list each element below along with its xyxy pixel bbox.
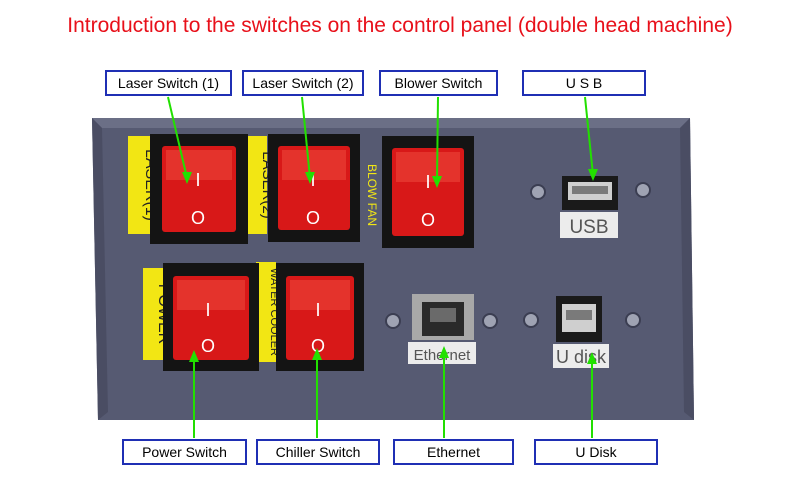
screw bbox=[482, 313, 498, 329]
watercooler-tape bbox=[256, 262, 276, 362]
power-tape bbox=[143, 268, 163, 360]
usb-port-label: USB bbox=[569, 217, 608, 238]
laser2-tape bbox=[247, 136, 267, 234]
callout-usb: U S B bbox=[522, 70, 646, 96]
panel-left-edge bbox=[92, 118, 108, 420]
screw bbox=[523, 312, 539, 328]
screw bbox=[530, 184, 546, 200]
callout-u-disk: U Disk bbox=[534, 439, 658, 465]
laser1-off-symbol: O bbox=[191, 208, 205, 228]
usb-port-label-plate bbox=[560, 212, 618, 238]
screw bbox=[625, 312, 641, 328]
page-title: Introduction to the switches on the cont… bbox=[67, 14, 733, 37]
panel-top-edge bbox=[92, 118, 690, 128]
callout-laser-switch-1: Laser Switch (1) bbox=[105, 70, 232, 96]
udisk-port-label-plate bbox=[553, 344, 609, 368]
callout-chiller-switch: Chiller Switch bbox=[256, 439, 380, 465]
blowfan-label: BLOW FAN bbox=[365, 164, 379, 226]
chiller-off-symbol: O bbox=[311, 336, 325, 356]
laser1-tape bbox=[128, 136, 150, 234]
panel-right-edge bbox=[680, 118, 694, 420]
laser2-off-symbol: O bbox=[306, 208, 320, 228]
blower-off-symbol: O bbox=[421, 210, 435, 230]
screw bbox=[385, 313, 401, 329]
power-on-symbol: I bbox=[205, 300, 210, 320]
laser2-on-symbol: I bbox=[310, 170, 315, 190]
callout-laser-switch-2: Laser Switch (2) bbox=[242, 70, 364, 96]
power-off-symbol: O bbox=[201, 336, 215, 356]
screw bbox=[635, 182, 651, 198]
pointer-lines bbox=[167, 96, 598, 438]
callout-power-switch: Power Switch bbox=[122, 439, 247, 465]
laser1-on-symbol: I bbox=[195, 170, 200, 190]
callout-ethernet: Ethernet bbox=[393, 439, 514, 465]
blower-on-symbol: I bbox=[425, 172, 430, 192]
callout-blower-switch: Blower Switch bbox=[379, 70, 498, 96]
udisk-port-label: U disk bbox=[556, 347, 607, 367]
chiller-on-symbol: I bbox=[315, 300, 320, 320]
